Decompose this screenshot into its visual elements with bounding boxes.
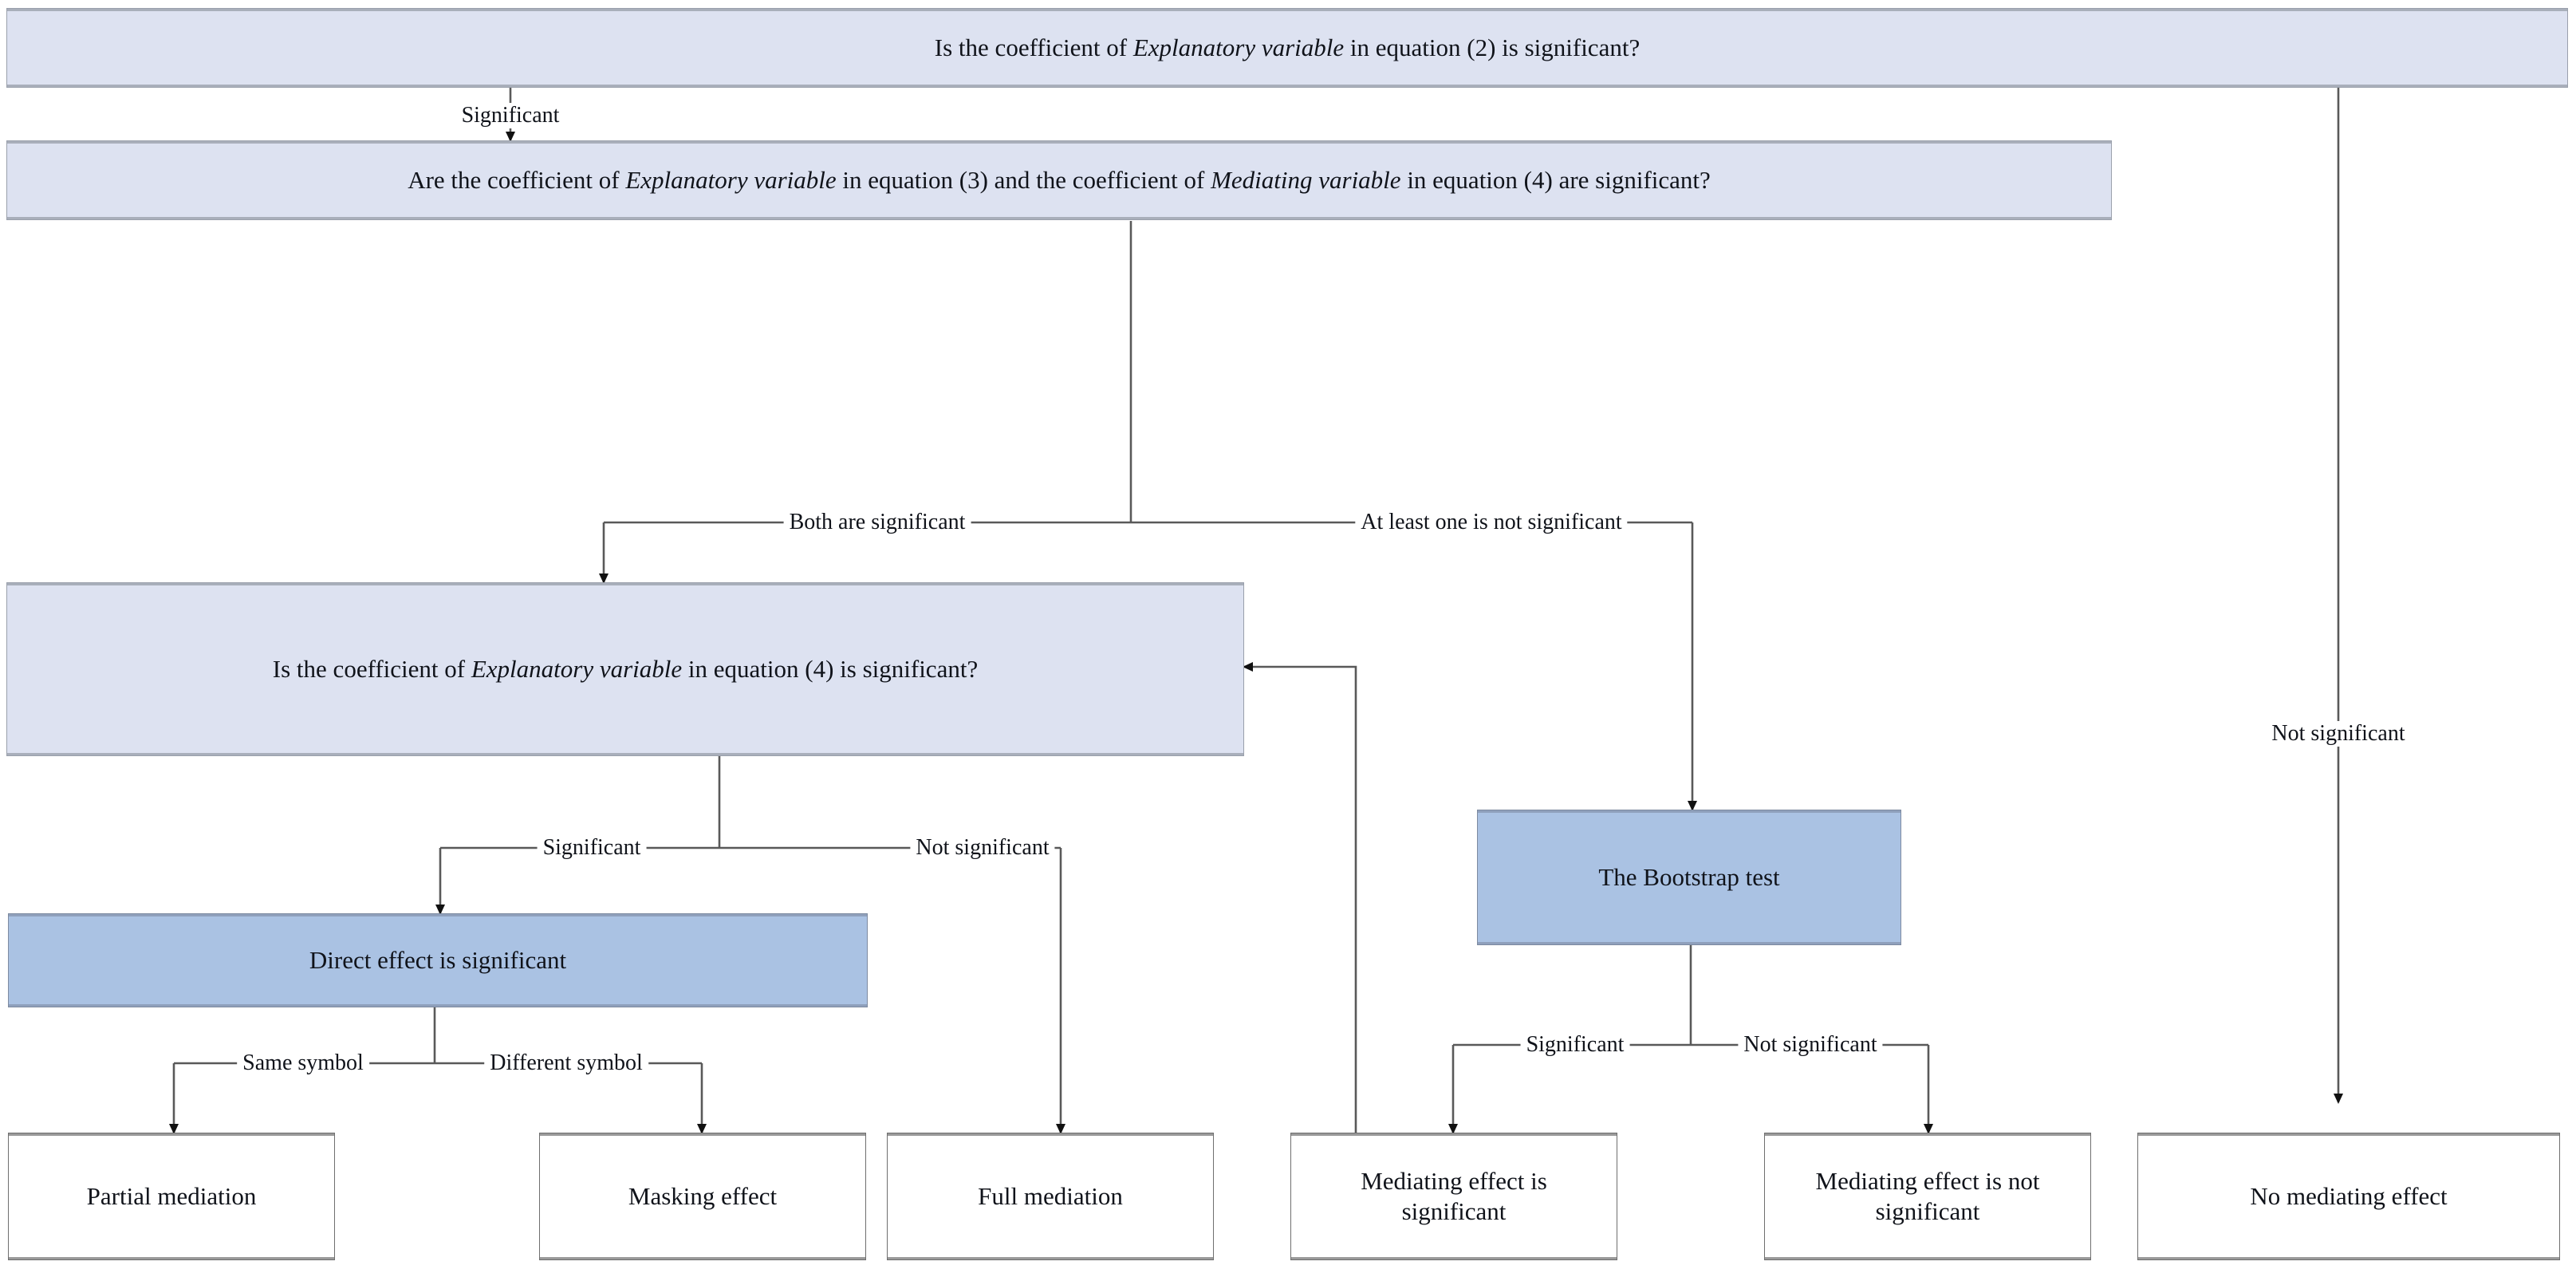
node-bootstrap-test[interactable]: The Bootstrap test [1477, 810, 1901, 945]
node-mediating-effect-significant[interactable]: Mediating effect is significant [1290, 1133, 1617, 1260]
node-direct-effect[interactable]: Direct effect is significant [8, 913, 868, 1007]
edge-label-significant-q1: Significant [455, 103, 565, 128]
edge-label-not-significant-bootstrap: Not significant [1738, 1032, 1883, 1058]
edge-feedback-to-q3 [1243, 662, 1357, 1133]
edge-label-at-least-one-not-significant: At least one is not significant [1355, 510, 1628, 535]
node-masking-effect[interactable]: Masking effect [539, 1133, 866, 1260]
node-question-3-label: Is the coefficient of Explanatory variab… [272, 655, 979, 684]
node-question-2-label: Are the coefficient of Explanatory varia… [408, 166, 1711, 195]
node-full-mediation-label: Full mediation [978, 1182, 1123, 1211]
node-question-3[interactable]: Is the coefficient of Explanatory variab… [6, 582, 1244, 756]
node-mediating-effect-not-significant-label: Mediating effect is not significant [1815, 1167, 2040, 1225]
edge-label-same-symbol: Same symbol [237, 1050, 369, 1076]
node-mediating-effect-significant-label: Mediating effect is significant [1361, 1167, 1547, 1225]
edge-label-different-symbol: Different symbol [484, 1050, 648, 1076]
edge-label-significant-q3: Significant [537, 835, 647, 861]
node-mediating-effect-not-significant[interactable]: Mediating effect is not significant [1764, 1133, 2091, 1260]
node-question-1-label: Is the coefficient of Explanatory variab… [934, 34, 1641, 62]
node-full-mediation[interactable]: Full mediation [887, 1133, 1214, 1260]
node-question-2[interactable]: Are the coefficient of Explanatory varia… [6, 140, 2112, 220]
node-question-1[interactable]: Is the coefficient of Explanatory variab… [6, 8, 2568, 88]
edge-label-both-are-significant: Both are significant [783, 510, 971, 535]
node-partial-mediation-label: Partial mediation [86, 1182, 257, 1211]
edge-label-significant-bootstrap: Significant [1520, 1032, 1630, 1058]
edge-label-not-significant-q1: Not significant [2266, 721, 2411, 747]
node-bootstrap-test-label: The Bootstrap test [1598, 863, 1780, 892]
node-no-mediating-effect-label: No mediating effect [2250, 1182, 2448, 1211]
node-no-mediating-effect[interactable]: No mediating effect [2137, 1133, 2560, 1260]
node-masking-effect-label: Masking effect [628, 1182, 778, 1211]
node-direct-effect-label: Direct effect is significant [309, 946, 567, 975]
node-partial-mediation[interactable]: Partial mediation [8, 1133, 335, 1260]
edge-label-not-significant-q3: Not significant [910, 835, 1055, 861]
